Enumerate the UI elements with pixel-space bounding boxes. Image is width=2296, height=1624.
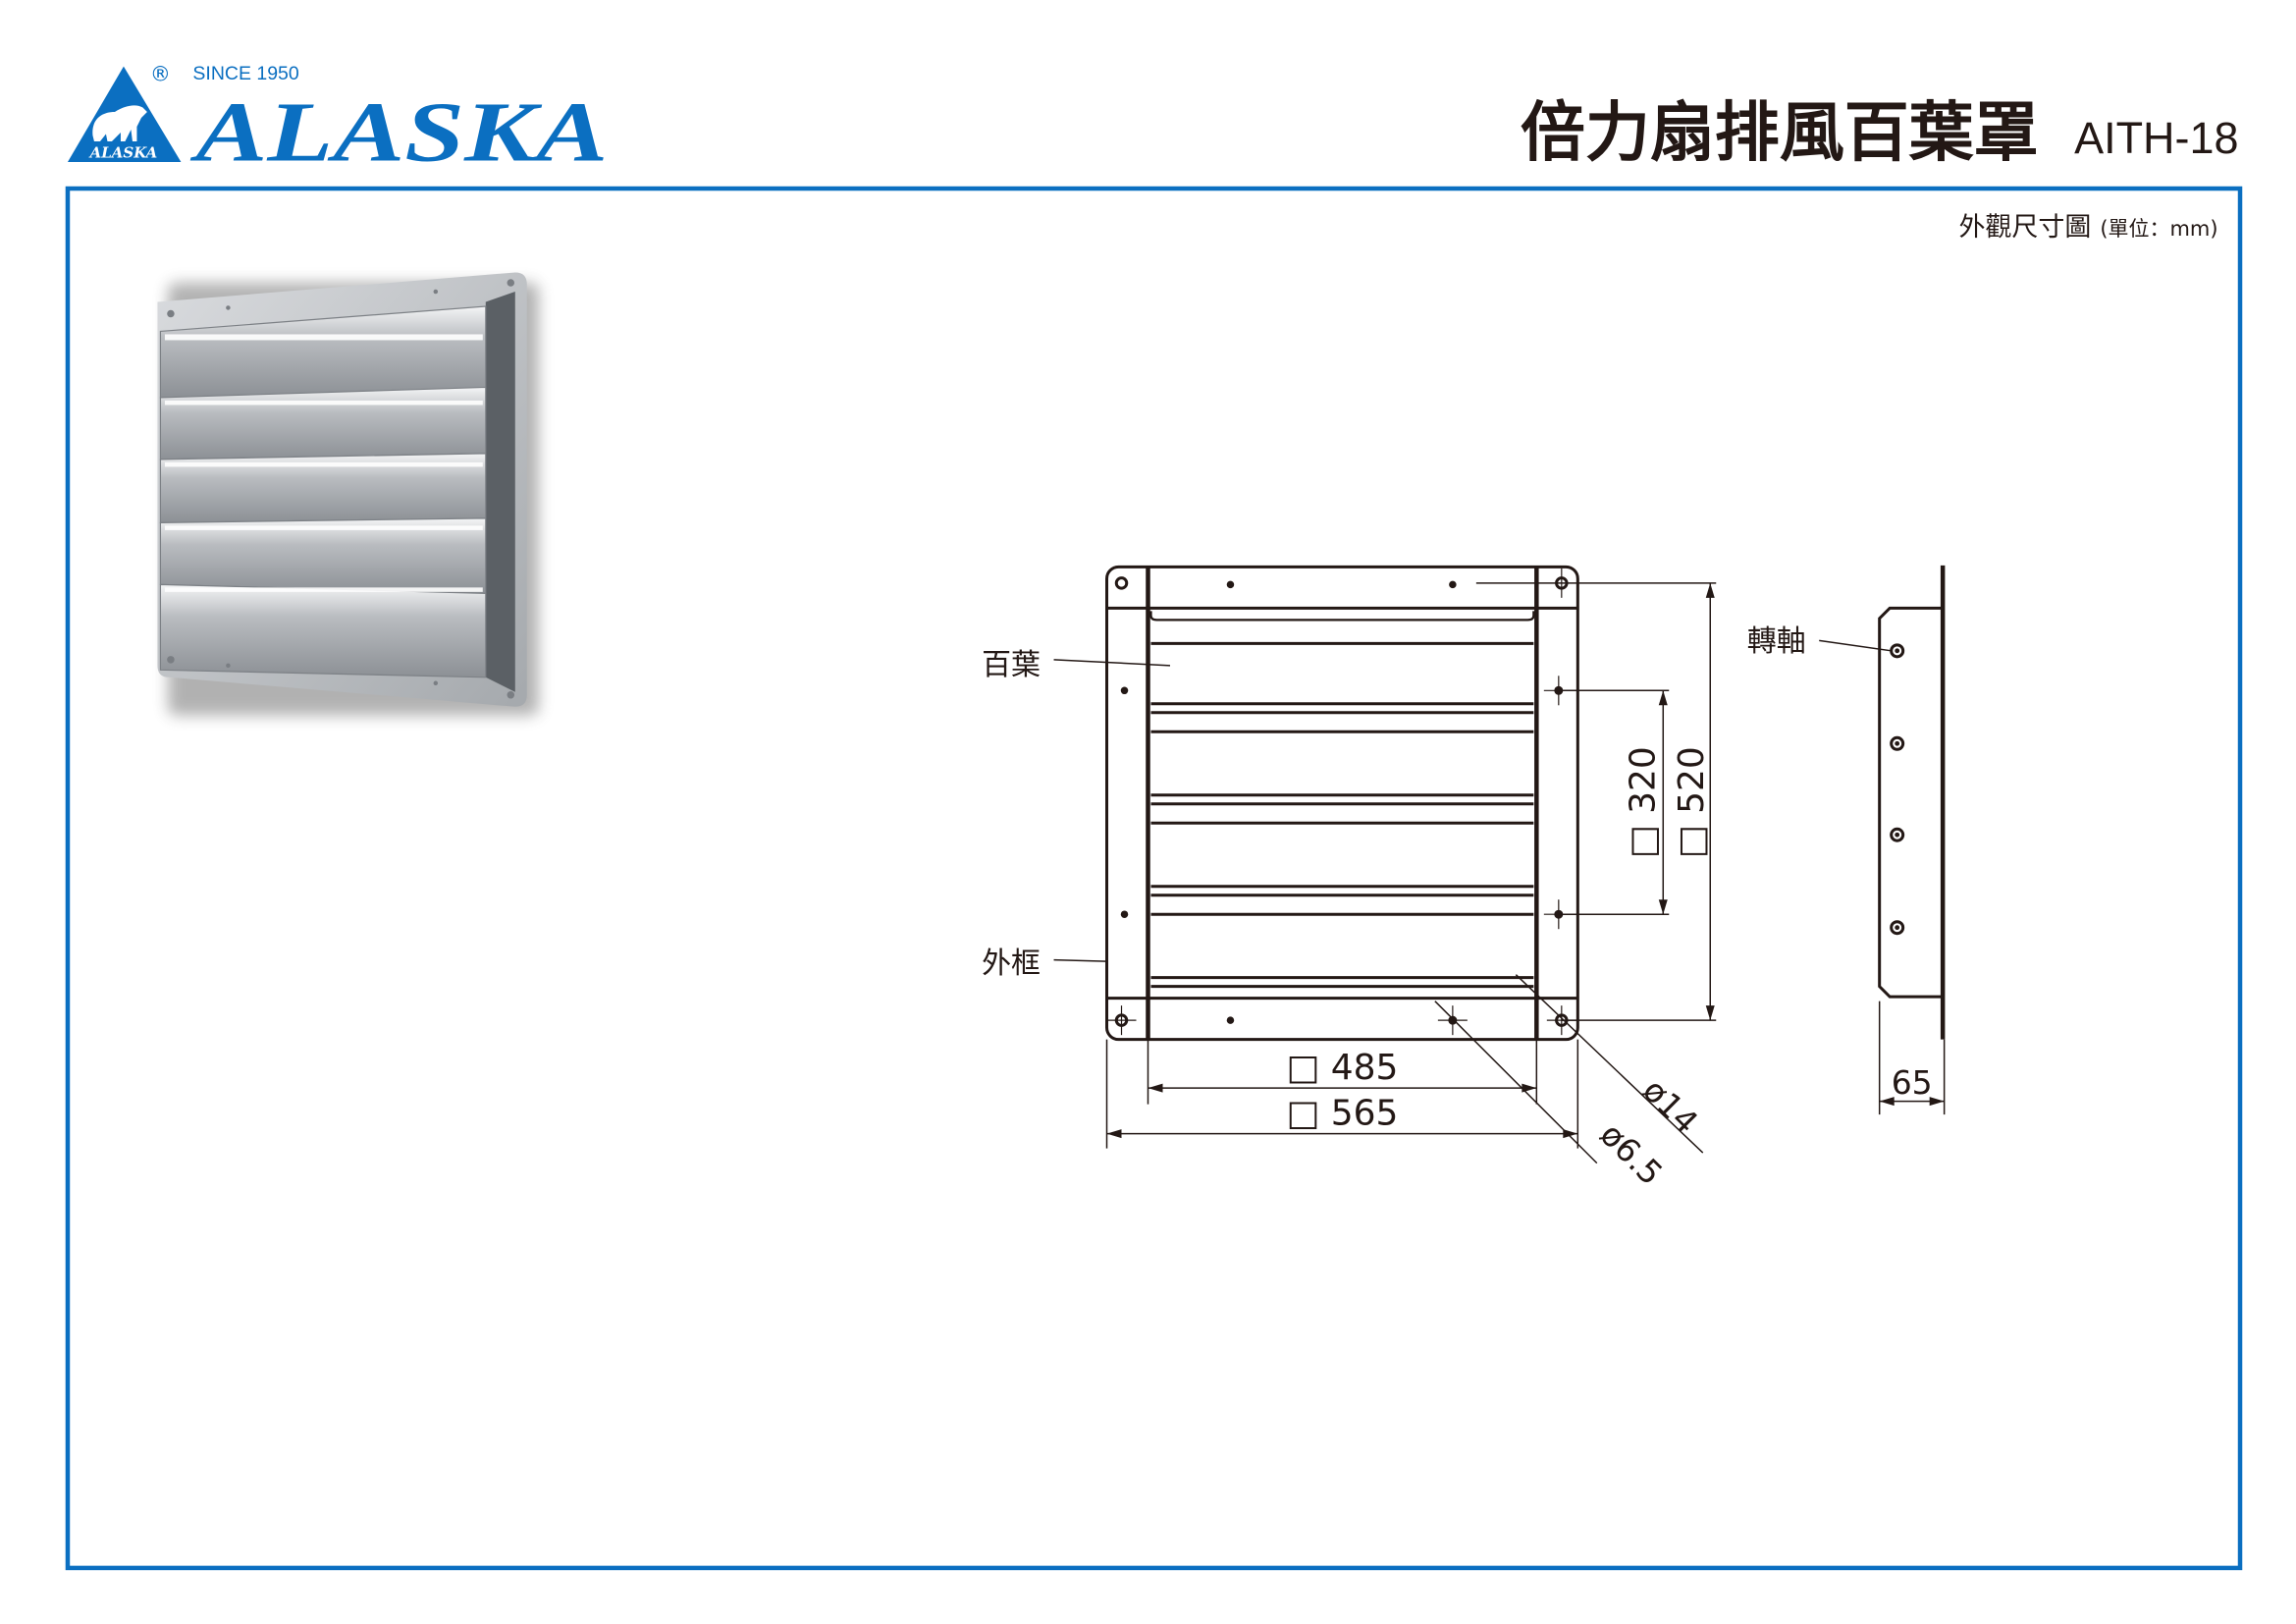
brand-wordmark: ALASKA (189, 85, 608, 180)
louver-slats (1149, 611, 1535, 989)
dimension-hole-pitch-520: □ 520 (1672, 746, 1712, 858)
dimension-hole-6-5: ø6.5 (1593, 1115, 1671, 1193)
louver-label: 百葉 (982, 648, 1041, 682)
logo-badge-text: ALASKA (88, 144, 158, 162)
subtitle-text: 外觀尺寸圖 (1958, 212, 2091, 243)
dimension-hole-pitch-320: □ 320 (1623, 746, 1663, 858)
drawing-subtitle: 外觀尺寸圖 (單位：mm) (1958, 212, 2217, 243)
dimension-inner-485: □ 485 (1286, 1048, 1398, 1088)
registered-mark: ® (150, 63, 171, 86)
frame-label: 外框 (982, 947, 1041, 981)
product-photo (157, 272, 539, 716)
outer-frame (1105, 565, 1579, 1042)
alaska-logo: ALASKA ® SINCE 1950 ALASKA (67, 63, 608, 180)
mounting-holes (1106, 568, 1576, 1036)
polar-bear-icon (92, 105, 147, 142)
pivot-label: 轉軸 (1747, 624, 1806, 659)
dimension-outer-565: □ 565 (1286, 1094, 1398, 1134)
pivot-holes (1890, 643, 1905, 936)
unit-text: (單位：mm) (2100, 217, 2217, 241)
front-view-drawing: 百葉 外框 □ 320 □ 520 (982, 565, 1717, 1193)
page-title: 倍力扇排風百葉罩 (1521, 95, 2039, 171)
side-view-drawing: 轉軸 65 (1747, 565, 1946, 1115)
model-number: AITH-18 (2074, 113, 2238, 163)
content-panel-border (65, 186, 2243, 1571)
since-text: SINCE 1950 (192, 63, 298, 84)
dimension-depth-65: 65 (1892, 1063, 1933, 1102)
dimension-hole-14: ø14 (1635, 1071, 1706, 1142)
